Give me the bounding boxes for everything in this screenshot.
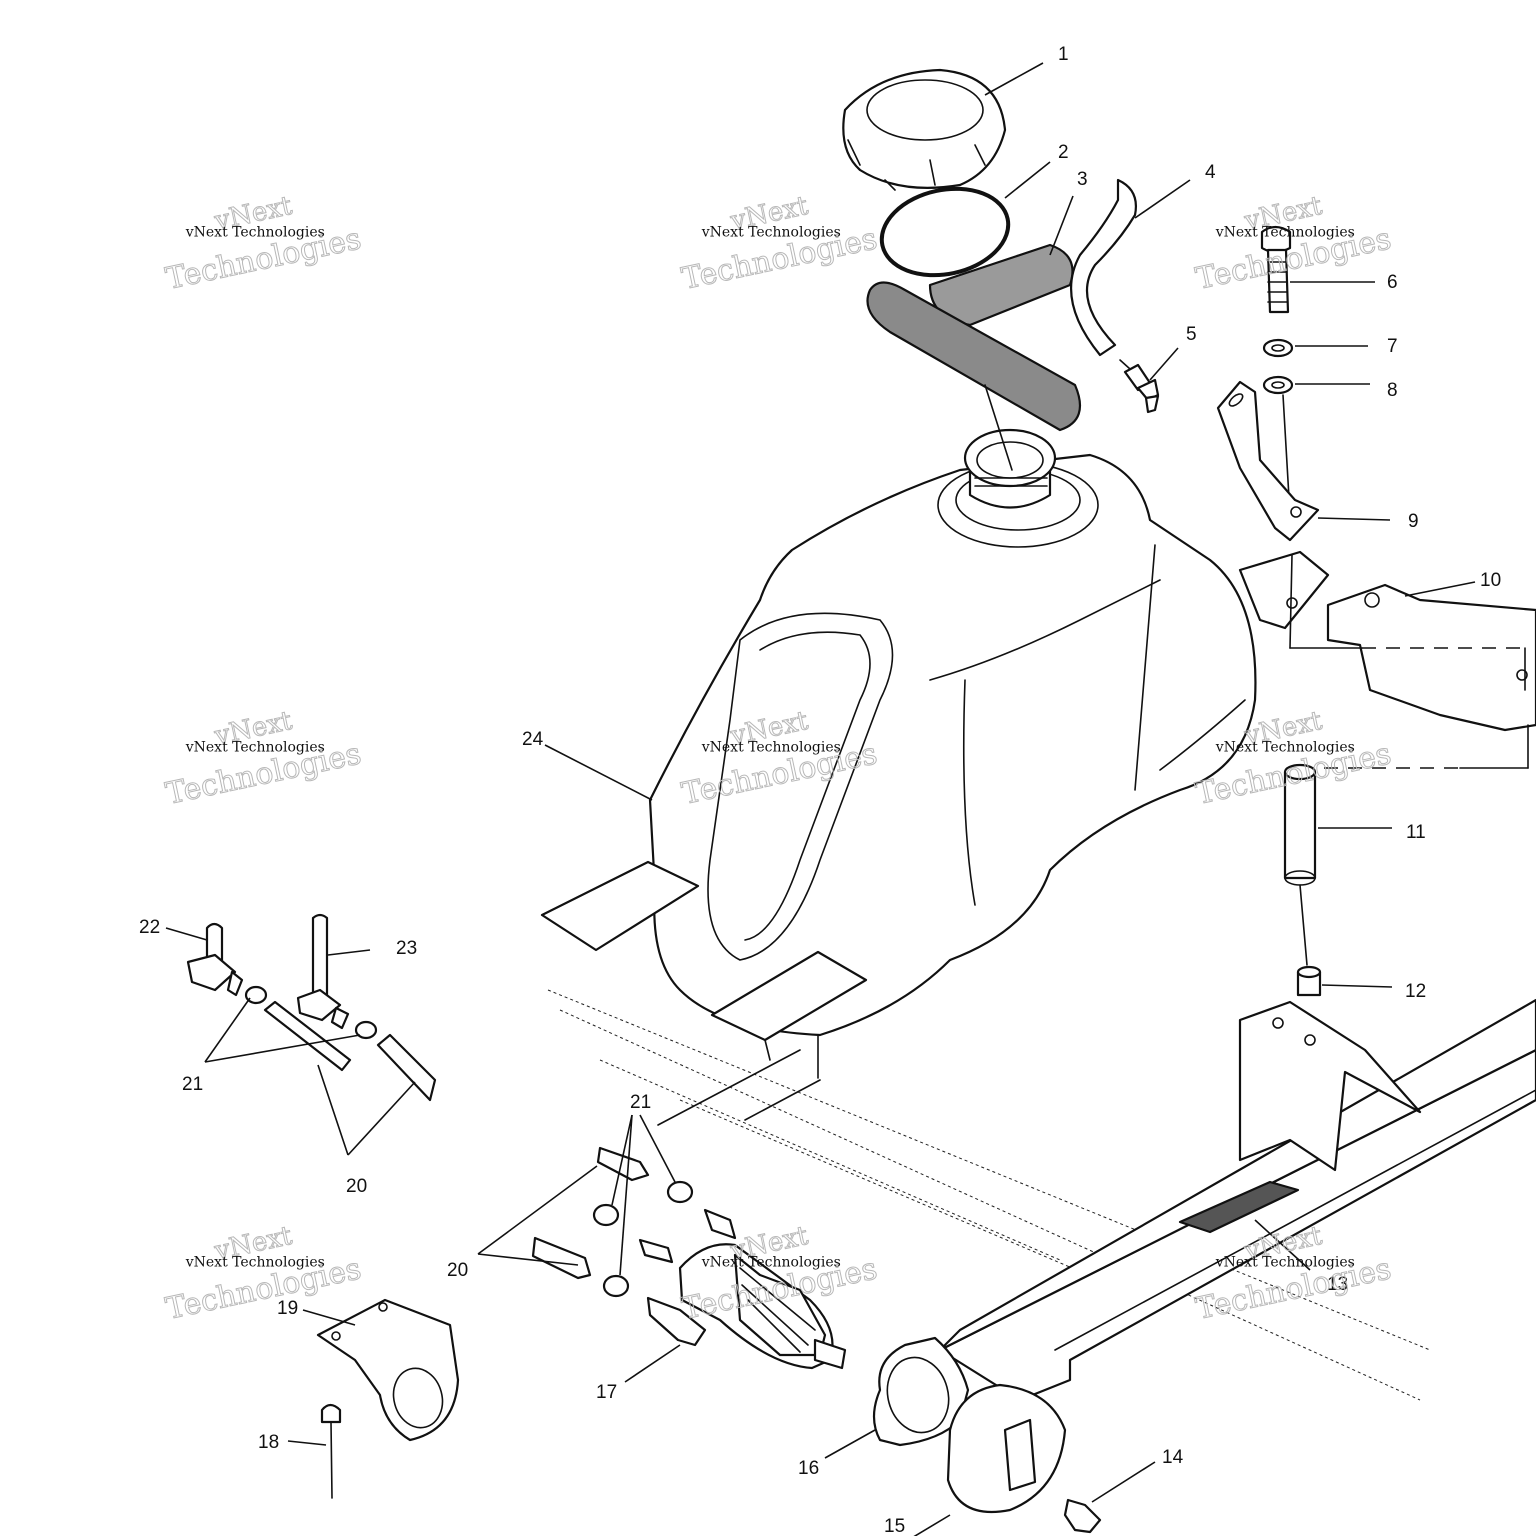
- callout-20-center: 20: [447, 1260, 468, 1281]
- svg-text:vNext Technologies: vNext Technologies: [701, 739, 841, 755]
- callout-14: 14: [1162, 1447, 1184, 1468]
- callout-3: 3: [1077, 169, 1088, 190]
- callout-5: 5: [1186, 324, 1197, 345]
- callout-18: 18: [258, 1432, 279, 1453]
- callout-20-left: 20: [346, 1176, 367, 1197]
- callout-17: 17: [596, 1382, 617, 1403]
- svg-text:vNext Technologies: vNext Technologies: [185, 739, 325, 755]
- fuel-valve: [638, 1208, 847, 1370]
- hose-clamps-center: [592, 1180, 694, 1298]
- callout-21-center: 21: [630, 1092, 651, 1113]
- foam-pads: [866, 243, 1082, 471]
- filler-neck-and-cap: [872, 1336, 1102, 1534]
- svg-text:vNext Technologies: vNext Technologies: [701, 224, 841, 240]
- callout-4: 4: [1205, 162, 1216, 183]
- vent-fittings-left: [186, 913, 437, 1102]
- callout-9: 9: [1408, 511, 1419, 532]
- callout-13: 13: [1327, 1274, 1348, 1295]
- callout-10: 10: [1480, 570, 1501, 591]
- callout-19: 19: [277, 1298, 298, 1319]
- hoses-center: [531, 1146, 650, 1280]
- watermark-3: vNext Technologies vNext Technologies: [1192, 190, 1394, 297]
- callout-15: 15: [884, 1516, 905, 1536]
- callout-12: 12: [1405, 981, 1426, 1002]
- callout-11: 11: [1406, 822, 1426, 843]
- callout-6: 6: [1387, 272, 1398, 293]
- o-ring: [879, 186, 1011, 278]
- callout-labels: 1 2 3 4 5 6 7 8 9 10 11 12 13 14 15 16 1…: [139, 44, 1501, 1536]
- watermark-2: vNext Technologies vNext Technologies: [678, 190, 880, 297]
- callout-1: 1: [1058, 44, 1069, 65]
- frame-rails: [547, 989, 1431, 1401]
- gas-cap: [842, 68, 1007, 191]
- bolt-and-washers: [1216, 225, 1320, 649]
- vent-hose: [1069, 178, 1160, 414]
- callout-16: 16: [798, 1458, 819, 1479]
- callout-7: 7: [1387, 336, 1398, 357]
- seat-bracket: [1238, 1000, 1422, 1172]
- spacers: [1283, 763, 1322, 997]
- callout-24: 24: [522, 729, 544, 750]
- svg-text:vNext Technologies: vNext Technologies: [701, 1254, 841, 1270]
- callout-8: 8: [1387, 380, 1398, 401]
- watermark-4: vNext Technologies vNext Technologies: [162, 705, 364, 812]
- watermark-1: vNext Technologies vNext Technologies: [162, 190, 364, 297]
- svg-text:vNext Technologies: vNext Technologies: [185, 1254, 325, 1270]
- frame-beam: [938, 998, 1536, 1402]
- svg-text:vNext Technologies: vNext Technologies: [1215, 224, 1355, 240]
- watermark-7: vNext Technologies vNext Technologies: [162, 1220, 364, 1327]
- leader-lines: [165, 62, 1476, 1536]
- callout-22: 22: [139, 917, 160, 938]
- svg-text:vNext Technologies: vNext Technologies: [1215, 739, 1355, 755]
- valve-bracket-and-rivet: [316, 1298, 460, 1499]
- callout-23: 23: [396, 938, 417, 959]
- svg-text:vNext Technologies: vNext Technologies: [1215, 1254, 1355, 1270]
- callout-21-left: 21: [182, 1074, 203, 1095]
- callout-2: 2: [1058, 142, 1069, 163]
- fuel-tank: [540, 428, 1330, 1079]
- svg-text:vNext Technologies: vNext Technologies: [185, 224, 325, 240]
